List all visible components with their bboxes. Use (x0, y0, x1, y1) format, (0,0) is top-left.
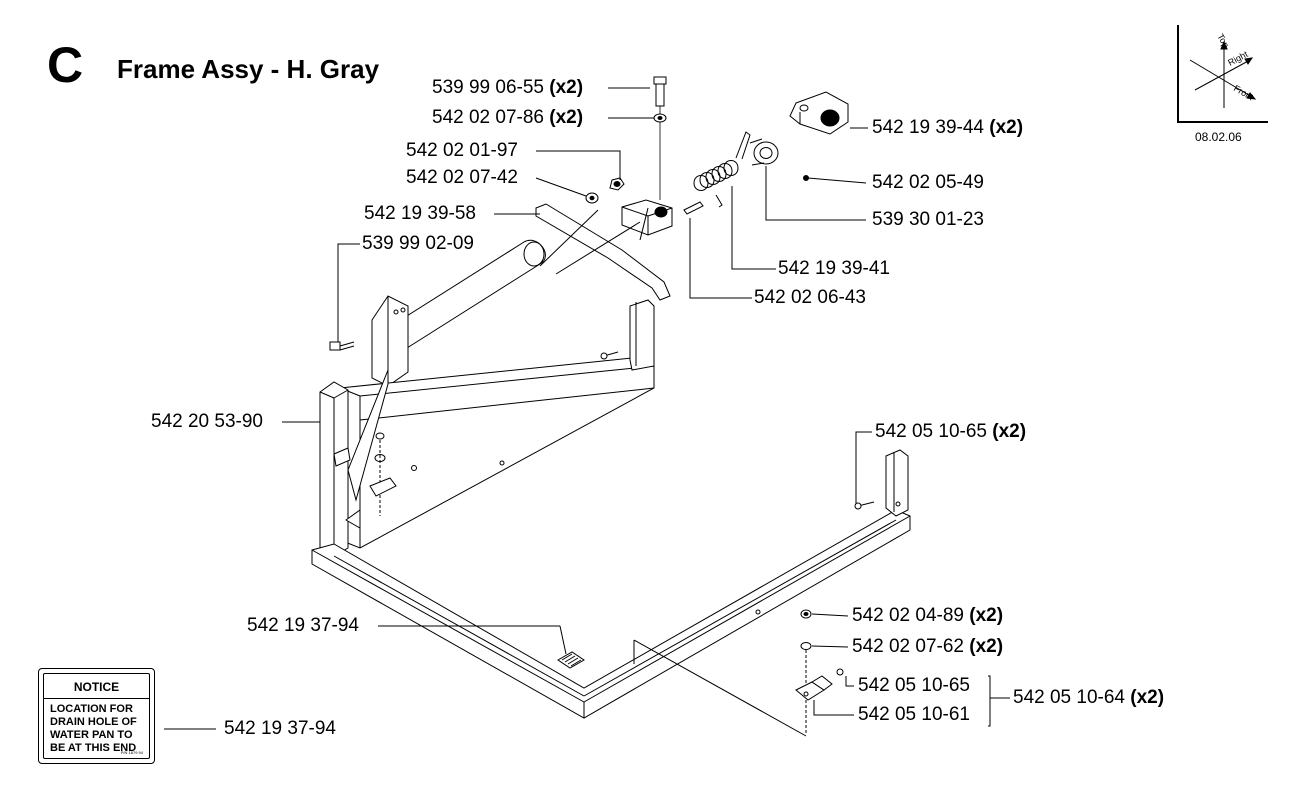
leader-lines (164, 87, 1010, 737)
callout-frame: 542 20 53-90 (151, 411, 263, 432)
callout-notice-label: 542 19 37-94 (224, 718, 336, 739)
bushing-539-30-01-23 (749, 138, 779, 166)
left-bracket (371, 295, 409, 387)
callout-screw-right: 542 05 10-65 (x2) (875, 421, 1027, 442)
callout-cap-screw: 542 02 04-89 (x2) (852, 605, 1004, 626)
callout-nut: 542 02 01-97 (406, 140, 518, 161)
strut-tube (371, 209, 599, 361)
pin-542-02-06-43 (683, 201, 704, 215)
notice-heading: NOTICE (73, 680, 120, 694)
callout-drain-label: 542 19 37-94 (247, 615, 359, 636)
drain-label-plate (557, 651, 585, 669)
lever-arm-542-19-39-58 (535, 203, 671, 301)
notice-code: P/N 1879 94 (120, 750, 143, 755)
callout-bolt-left: 539 99 02-09 (362, 233, 474, 254)
bracket-fasteners-left (369, 432, 417, 516)
nut-542-02-01-97 (585, 177, 625, 204)
notice-divider (44, 698, 149, 699)
section-letter: C (47, 37, 84, 93)
diagram-title: Frame Assy - H. Gray (117, 54, 380, 84)
orientation-axes-icon (1177, 25, 1268, 123)
notice-line: BE AT THIS END (50, 742, 137, 754)
callout-set-screw: 542 02 05-49 (872, 172, 984, 193)
front-rail (311, 509, 911, 719)
callout-bolt: 539 99 06-55 (x2) (432, 77, 584, 98)
notice-line: LOCATION FOR (50, 703, 133, 715)
left-post (319, 369, 389, 557)
callout-lever-arm: 542 19 39-58 (364, 203, 476, 224)
callout-washer-top: 542 02 07-86 (x2) (432, 107, 584, 128)
callout-washer: 542 02 07-42 (406, 167, 518, 188)
bracket-fasteners-right (795, 609, 844, 734)
clamp-542-19-39-44 (789, 91, 849, 135)
callout-pin: 542 02 06-43 (754, 287, 866, 308)
bolt-539-99-02-09 (329, 341, 355, 351)
callout-kit-screw: 542 05 10-65 (858, 675, 970, 696)
callout-spring: 542 19 39-41 (778, 258, 890, 279)
set-screw-542-02-05-49 (803, 175, 809, 181)
callout-clamp: 542 19 39-44 (x2) (872, 117, 1024, 138)
notice-line: DRAIN HOLE OF (50, 716, 137, 728)
torsion-spring-542-19-39-41 (693, 131, 751, 208)
notice-text: LOCATION FOR DRAIN HOLE OF WATER PAN TO … (50, 703, 145, 755)
bolt-539-99-06-55 (653, 76, 667, 200)
callout-bushing: 539 30 01-23 (872, 209, 984, 230)
notice-line: WATER PAN TO (50, 729, 133, 741)
front-right-post (854, 449, 909, 517)
callout-washer-right: 542 02 07-62 (x2) (852, 636, 1004, 657)
revision-date: 08.02.06 (1195, 130, 1242, 144)
callout-kit-bracket: 542 05 10-61 (858, 704, 970, 725)
callout-kit: 542 05 10-64 (x2) (1013, 687, 1165, 708)
notice-decal: NOTICE LOCATION FOR DRAIN HOLE OF WATER … (38, 668, 155, 764)
rear-right-post (600, 299, 655, 371)
clamp-block (621, 199, 673, 241)
notice-decal-border: NOTICE LOCATION FOR DRAIN HOLE OF WATER … (43, 673, 150, 759)
